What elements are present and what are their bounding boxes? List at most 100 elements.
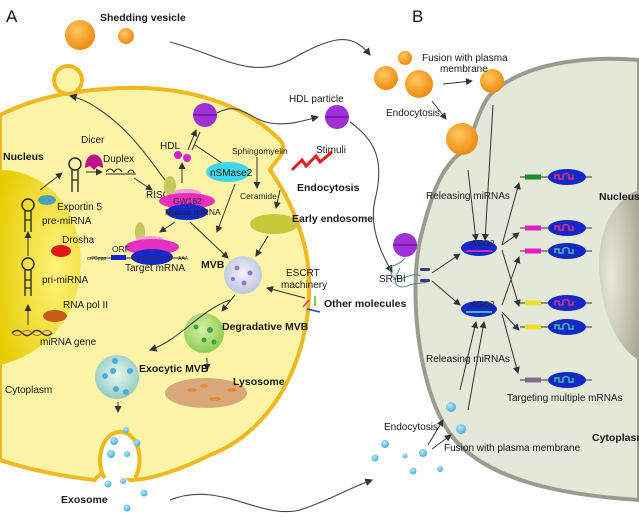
deg-dot [207,327,213,333]
fusion-top-label-2: membrane [440,64,488,75]
mvb-dot [241,280,247,286]
exo-dot [123,389,129,395]
gw182-label: GW182 [173,196,202,206]
ago-complex [548,319,586,335]
fusion-bottom-label: Fusion with plasma membrane [444,443,581,454]
mvb-dot [247,270,253,276]
endocytosis-top-label: Endocytosis [386,108,440,119]
risc-label: RISC [146,190,170,201]
releasing-bottom-label: Releasing miRNAs [426,354,510,365]
target-mrna-row [520,243,592,259]
releasing-top-label: Releasing miRNAs [426,191,510,202]
arrow-mvb-degradative [221,294,236,312]
exosome-fusing [456,424,466,434]
escrt-label: ESCRT [286,268,320,279]
mirna-binding-loop [554,375,574,383]
arrow-endocytosis-bottom [427,419,444,446]
exosome-endocytosing [446,402,456,412]
degradative-mvb-label: Degradative MVB [222,321,309,333]
escrt-machinery-label: machinery [281,280,327,291]
target-mrna-list [520,169,592,388]
cytoplasm-a-label: Cytoplasm [5,385,52,396]
mvb-label: MVB [201,259,225,271]
ago-complex [548,372,586,388]
arrow-ago-t3 [501,256,521,306]
target-mrna-row [520,295,592,311]
stimuli-label: Stimuli [316,145,346,156]
budding-vesicle [52,64,84,96]
exo-dot [113,386,119,392]
arrow-fusion-bottom [431,434,452,450]
arrow-release-3 [459,321,479,391]
arrow-hdl-double [191,131,201,151]
membrane-channel-2 [420,279,430,282]
exosome-b [419,449,427,457]
sphingomyelin-label: Sphingomyelin [232,146,288,156]
target-ago [131,249,173,265]
mirna-binding-loop [554,172,574,180]
dicer-icon [85,154,103,170]
orange-vesicle-fusing [480,69,504,93]
deg-dot [193,324,199,330]
arrow-release-1 [467,169,479,241]
exosome [110,437,118,445]
arrow-sr-ago-b [431,280,461,306]
arrow-ago-t1 [501,182,521,246]
exportin-5-label: Exportin 5 [57,202,102,213]
arrow-release-4 [467,321,487,411]
exportin-5-icon [38,195,56,205]
exosome [124,451,130,457]
arrow-duplex-risc [133,177,153,191]
arrow-to-shedding [68,93,166,181]
exo-dot [110,368,116,374]
exo-dot [127,368,133,374]
arrow-ago-t6 [501,313,520,374]
hdl-dot-1 [174,151,182,159]
lyso-dot [209,397,221,401]
ago2-a-label: AGO2 [471,238,495,248]
panel-b-label: B [412,7,423,26]
seed-site-box [525,300,541,306]
lysosome-icon [165,378,247,408]
membrane-channel-1 [420,268,430,271]
arrow-export [39,172,63,191]
molecule-blue [306,308,321,313]
arrow-other-mvb [266,286,306,299]
arrow-hdl-out [216,108,320,125]
shedding-vesicle-small [118,28,134,44]
endocytosis-bottom-label: Endocytosis [384,422,438,433]
fusion-top-label-1: Fusion with plasma [422,53,508,64]
stimuli-icon [290,150,333,172]
exocytic-mvb-label: Exocytic MVB [139,363,209,375]
deg-dot [201,337,207,343]
ago-complex [548,243,586,259]
endocytosis-a-label: Endocytosis [297,182,360,194]
orange-vesicle [374,66,398,90]
ago-complex [548,220,586,236]
mirna-binding-loop [554,322,574,330]
orange-vesicle [405,70,433,98]
exosome-b [371,454,379,462]
rna-pol-ii-icon [43,310,67,322]
mirna-gene-label: miRNA gene [40,337,97,348]
drosha-label: Drosha [62,235,95,246]
rna-pol-ii-label: RNA pol II [63,300,108,311]
mvb-dot [231,277,235,281]
line-nsmase-hdl [194,144,226,166]
arrow-fusion-top [442,78,473,86]
mature-mirna-label: Mature miRNA [165,207,221,217]
exosome [140,489,148,497]
arrow-endocytosis-top [431,100,447,120]
exosome-b [437,466,443,472]
exosome [133,439,141,447]
shedding-vesicle-label: Shedding vesicle [100,12,186,24]
exosome [107,450,115,458]
exocytosis-pocket [97,429,142,480]
other-molecules-label: Other molecules [324,298,406,310]
hdl-label: HDL [160,141,180,152]
mirna-binding-loop [554,246,574,254]
exosome-b [381,440,389,448]
orange-vesicle [398,51,412,65]
orange-vesicle-endocytosis [446,123,478,155]
lyso-dot [227,388,237,392]
